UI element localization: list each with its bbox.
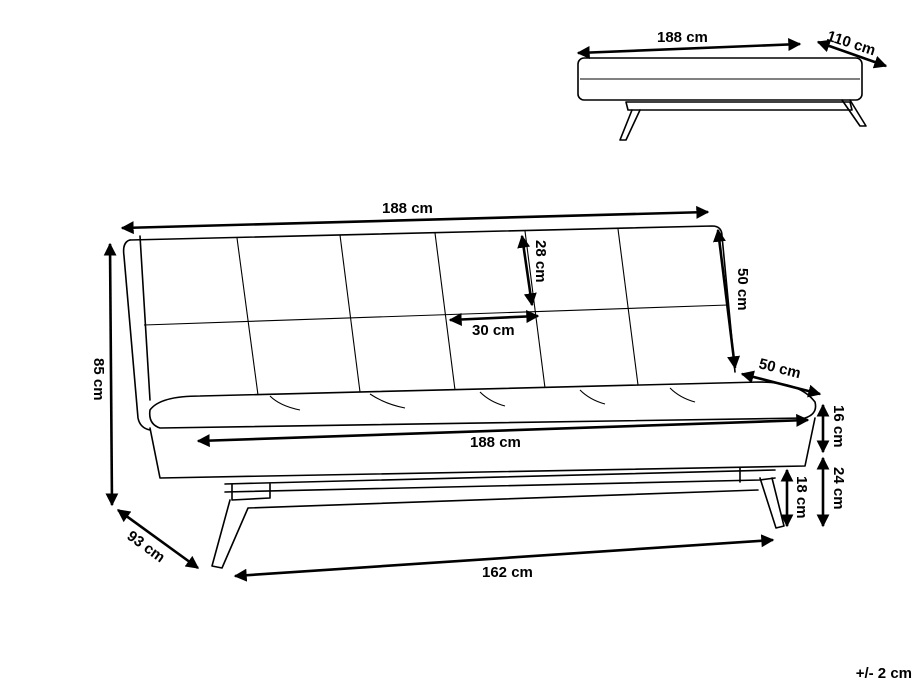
cushion-height-arrow: [517, 234, 537, 307]
seat-base-height-label: 24 cm: [830, 467, 847, 510]
total-height-arrow: [103, 242, 119, 507]
sofa-bed-flat-drawing: [577, 57, 867, 141]
total-height-label: 85 cm: [90, 358, 107, 401]
cushion-height-label: 28 cm: [532, 240, 549, 283]
small-width-arrow: [576, 37, 802, 60]
leg-span-label: 162 cm: [482, 564, 533, 581]
seat-thickness-label: 16 cm: [830, 405, 847, 448]
leg-height-label: 18 cm: [793, 476, 810, 519]
cushion-width-label: 30 cm: [472, 322, 515, 339]
seat-width-label: 188 cm: [470, 434, 521, 451]
total-depth-arrow: [116, 508, 200, 570]
seat-depth-arrow: [740, 370, 822, 398]
overall-width-arrow: [120, 205, 710, 235]
sofa-drawing: [122, 225, 817, 569]
leg-span-arrow: [233, 534, 775, 582]
total-depth-label: 93 cm: [124, 527, 168, 566]
seat-width-arrow: [196, 413, 810, 448]
tolerance-note: +/- 2 cm: [855, 665, 912, 682]
cushion-width-arrow: [448, 310, 540, 326]
seat-depth-label: 50 cm: [757, 355, 802, 382]
small-width-label: 188 cm: [657, 29, 708, 46]
small-depth-arrow: [816, 39, 888, 69]
backrest-height-label: 50 cm: [734, 268, 751, 311]
backrest-height-arrow: [712, 228, 741, 370]
overall-width-label: 188 cm: [382, 200, 433, 217]
